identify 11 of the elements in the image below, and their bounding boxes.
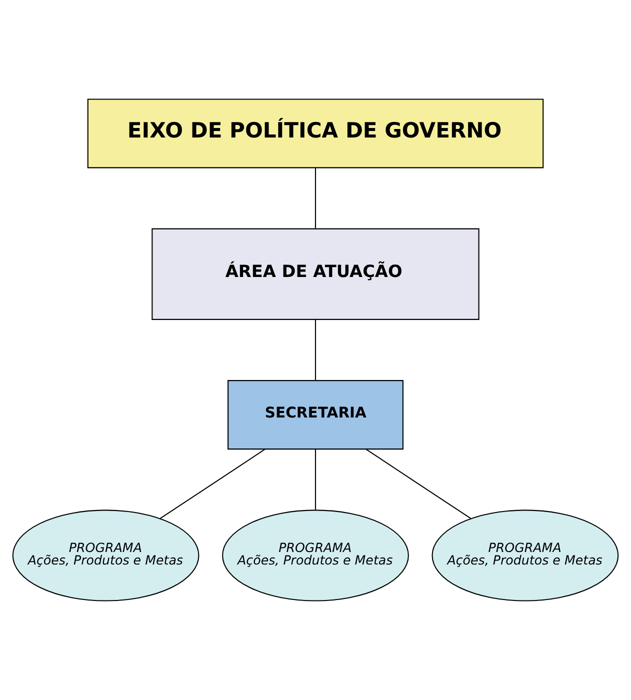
connector xyxy=(160,448,266,519)
node-ellipse: PROGRAMA Ações, Produtos e Metas xyxy=(432,510,619,602)
node-box: EIXO DE POLÍTICA DE GOVERNO xyxy=(87,98,544,168)
node-box: ÁREA DE ATUAÇÃO xyxy=(152,228,480,320)
node-box: SECRETARIA xyxy=(228,380,404,450)
node-ellipse: PROGRAMA Ações, Produtos e Metas xyxy=(12,510,200,602)
connector xyxy=(366,448,472,519)
connector xyxy=(314,320,316,380)
connector xyxy=(314,449,316,510)
connector xyxy=(314,168,316,228)
node-ellipse: PROGRAMA Ações, Produtos e Metas xyxy=(222,510,409,602)
